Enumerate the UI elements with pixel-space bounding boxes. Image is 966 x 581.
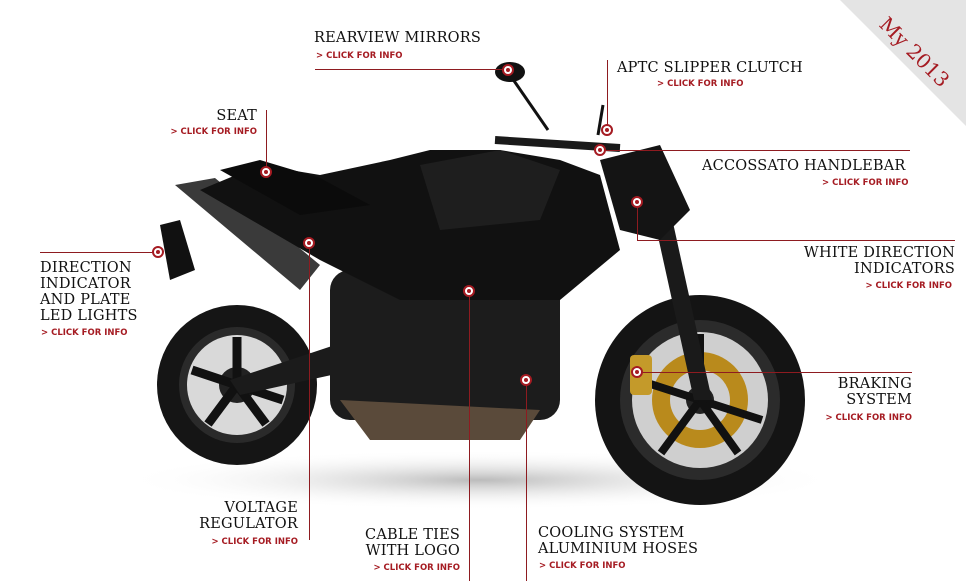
- link-rearview-mirrors[interactable]: > CLICK FOR INFO: [316, 51, 403, 61]
- leader-line-handlebar: [600, 150, 910, 151]
- label-line: ALUMINIUM HOSES: [538, 541, 699, 557]
- hotspot-dot-cable-ties[interactable]: [463, 285, 475, 297]
- leader-line-white-indicators: [637, 202, 638, 240]
- label-line: REGULATOR: [199, 516, 298, 532]
- leader-line-braking: [637, 372, 912, 373]
- hotspot-dot-braking[interactable]: [631, 366, 643, 378]
- link-direction-indicator-plate[interactable]: > CLICK FOR INFO: [41, 328, 128, 338]
- hotspot-dot-seat[interactable]: [260, 166, 272, 178]
- label-seat: SEAT: [216, 108, 257, 124]
- label-line: VOLTAGE: [224, 500, 298, 516]
- link-cable-ties[interactable]: > CLICK FOR INFO: [373, 563, 460, 573]
- label-line: LED LIGHTS: [40, 308, 138, 324]
- label-line: COOLING SYSTEM: [538, 525, 685, 541]
- label-line: BRAKING: [837, 376, 912, 392]
- label-line: WITH LOGO: [365, 543, 460, 559]
- label-line: INDICATOR: [40, 276, 131, 292]
- label-cooling-system: COOLING SYSTEM ALUMINIUM HOSES: [538, 525, 698, 557]
- leader-line-clutch: [607, 60, 608, 130]
- leader-line-seat: [266, 110, 267, 172]
- label-voltage-regulator: VOLTAGE REGULATOR: [199, 500, 298, 532]
- link-seat[interactable]: > CLICK FOR INFO: [170, 127, 257, 137]
- leader-line-cooling: [526, 380, 527, 581]
- label-white-direction-indicators: WHITE DIRECTION INDICATORS: [804, 245, 955, 277]
- label-accossato-handlebar: ACCOSSATO HANDLEBAR: [702, 158, 906, 174]
- label-line: AND PLATE: [40, 292, 131, 308]
- link-aptc-slipper-clutch[interactable]: > CLICK FOR INFO: [657, 79, 744, 89]
- hotspot-dot-clutch[interactable]: [601, 124, 613, 136]
- hotspot-dot-plate-lights[interactable]: [152, 246, 164, 258]
- leader-line-voltage: [309, 243, 310, 540]
- leader-line-mirrors: [315, 69, 508, 70]
- link-cooling-system[interactable]: > CLICK FOR INFO: [539, 561, 626, 571]
- hotspot-dot-white-indicators[interactable]: [631, 196, 643, 208]
- label-cable-ties: CABLE TIES WITH LOGO: [365, 527, 460, 559]
- leader-line-cable-ties: [469, 291, 470, 581]
- label-line: SYSTEM: [846, 392, 912, 408]
- link-white-direction-indicators[interactable]: > CLICK FOR INFO: [865, 281, 952, 291]
- label-braking-system: BRAKING SYSTEM: [838, 376, 912, 408]
- label-line: INDICATORS: [854, 261, 955, 277]
- hotspot-dot-cooling[interactable]: [520, 374, 532, 386]
- hotspot-dot-mirrors[interactable]: [502, 64, 514, 76]
- label-line: WHITE DIRECTION: [803, 245, 955, 261]
- leader-line-white-indicators-h: [637, 240, 955, 241]
- label-line: DIRECTION: [40, 260, 132, 276]
- label-line: CABLE TIES: [365, 527, 460, 543]
- link-accossato-handlebar[interactable]: > CLICK FOR INFO: [822, 178, 909, 188]
- label-aptc-slipper-clutch: APTC SLIPPER CLUTCH: [617, 60, 803, 76]
- leader-line-plate-lights: [40, 252, 158, 253]
- label-direction-indicator-plate: DIRECTION INDICATOR AND PLATE LED LIGHTS: [40, 260, 138, 324]
- label-rearview-mirrors: REARVIEW MIRRORS: [314, 30, 482, 46]
- link-braking-system[interactable]: > CLICK FOR INFO: [825, 413, 912, 423]
- link-voltage-regulator[interactable]: > CLICK FOR INFO: [211, 537, 298, 547]
- hotspot-dot-handlebar[interactable]: [594, 144, 606, 156]
- hotspot-dot-voltage[interactable]: [303, 237, 315, 249]
